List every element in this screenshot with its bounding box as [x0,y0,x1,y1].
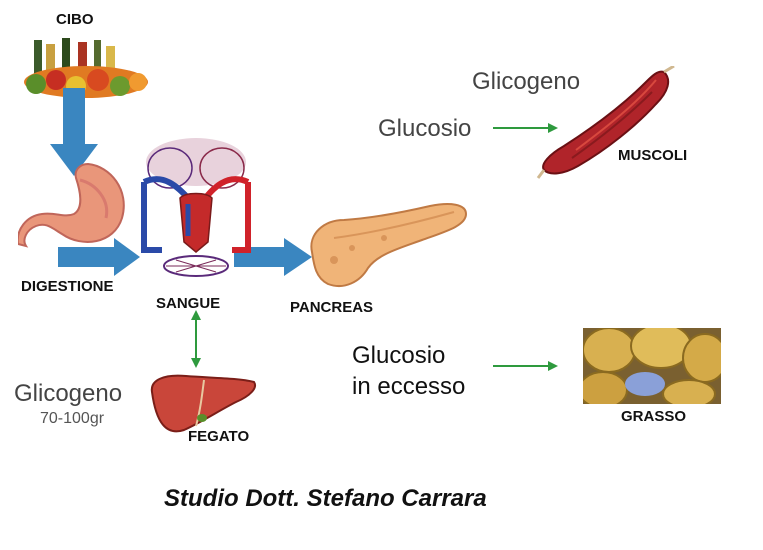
glucosio-muscle-text: Glucosio [378,115,472,142]
stomach-icon [18,162,125,248]
sangue-label: SANGUE [156,295,221,312]
fat-cells-icon [583,328,721,404]
muscle-icon [536,66,675,179]
pancreas-icon [310,203,468,287]
muscoli-label: MUSCOLI [618,147,688,164]
cibo-label: CIBO [56,11,94,28]
glicogeno-muscle-text: Glicogeno [472,68,581,95]
digestione-label: DIGESTIONE [21,278,114,295]
arrow-digestion-to-blood [58,247,116,267]
grasso-label: GRASSO [621,408,687,425]
fegato-label: FEGATO [188,428,250,445]
pancreas-label: PANCREAS [290,299,374,316]
glucosio-excess-line1: Glucosio [352,342,446,369]
heart-circulation-icon [141,138,251,277]
liver-icon [150,374,256,433]
food-icon [24,38,148,98]
arrow-food-to-stomach [63,88,85,146]
glicogeno-liver-text: Glicogeno [14,380,123,407]
glucosio-excess-line2: in eccesso [352,373,466,400]
glicogeno-liver-amount: 70-100gr [40,410,105,427]
footer-credit: Studio Dott. Stefano Carrara [164,485,487,512]
